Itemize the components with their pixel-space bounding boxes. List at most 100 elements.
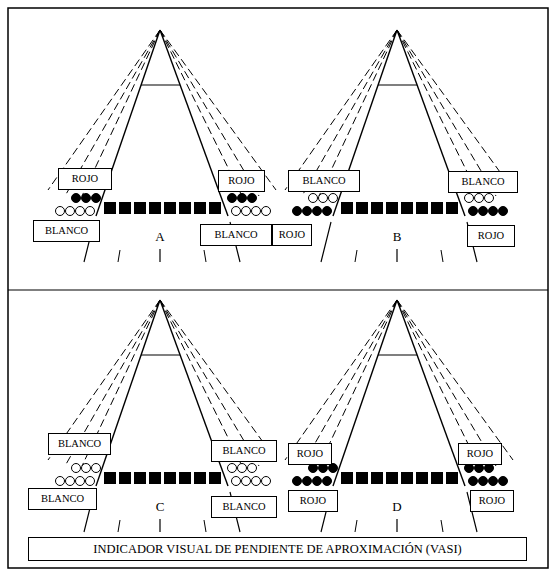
white-light xyxy=(465,194,474,203)
threshold-bar xyxy=(164,202,176,214)
color-label: BLANCO xyxy=(214,229,257,240)
threshold-bar xyxy=(119,472,131,484)
threshold-bar xyxy=(371,202,383,214)
red-light xyxy=(313,207,322,216)
threshold-bar xyxy=(179,472,191,484)
white-light xyxy=(76,207,85,216)
caption-box: INDICADOR VISUAL DE PENDIENTE DE APROXIM… xyxy=(28,537,527,561)
white-light xyxy=(72,464,81,473)
white-light xyxy=(252,207,261,216)
threshold-bar xyxy=(104,472,116,484)
light-color-box: BLANCO xyxy=(288,170,360,192)
approach-line xyxy=(160,300,276,460)
light-color-box: BLANCO xyxy=(200,224,272,246)
threshold-bar xyxy=(341,472,353,484)
runway-mark xyxy=(355,520,357,532)
white-light xyxy=(242,207,251,216)
runway-end-line xyxy=(141,354,180,355)
white-light xyxy=(56,477,65,486)
white-light xyxy=(66,477,75,486)
approach-line xyxy=(397,30,513,190)
red-light xyxy=(323,477,332,486)
light-color-box: BLANCO xyxy=(48,433,111,455)
threshold-bar xyxy=(386,202,398,214)
red-light xyxy=(92,194,101,203)
light-color-box: ROJO xyxy=(458,443,502,465)
white-light xyxy=(242,477,251,486)
color-label: ROJO xyxy=(479,495,505,506)
white-light xyxy=(485,194,494,203)
white-light xyxy=(86,207,95,216)
threshold-bar xyxy=(401,202,413,214)
frame xyxy=(8,8,548,568)
runway-mark xyxy=(118,520,120,532)
white-light xyxy=(329,194,338,203)
runway-mark xyxy=(204,250,206,262)
runway-mark xyxy=(204,520,206,532)
red-light xyxy=(238,194,247,203)
centerline xyxy=(396,519,397,532)
threshold-bar xyxy=(194,202,206,214)
color-label: BLANCO xyxy=(302,175,345,186)
threshold-bar xyxy=(119,202,131,214)
panel-letter: C xyxy=(155,500,166,514)
red-light xyxy=(323,207,332,216)
red-light xyxy=(469,477,478,486)
panel-letter: B xyxy=(392,230,403,244)
color-label: ROJO xyxy=(279,229,305,240)
light-color-box: ROJO xyxy=(218,170,265,192)
light-color-box: ROJO xyxy=(288,443,332,465)
color-label: ROJO xyxy=(478,230,504,241)
runway-mark xyxy=(118,250,120,262)
color-label: BLANCO xyxy=(41,493,84,504)
runway-mark xyxy=(355,250,357,262)
threshold-bar xyxy=(209,472,221,484)
white-light xyxy=(262,207,271,216)
white-light xyxy=(262,477,271,486)
light-color-box: BLANCO xyxy=(28,488,97,510)
color-label: ROJO xyxy=(228,175,254,186)
threshold-bar xyxy=(149,202,161,214)
runway-edge xyxy=(321,222,331,262)
runway-end-line xyxy=(141,84,180,85)
threshold-bar xyxy=(194,472,206,484)
centerline xyxy=(396,249,397,262)
centerline xyxy=(159,249,160,262)
white-light xyxy=(252,477,261,486)
approach-line xyxy=(397,300,496,466)
panel-letter: A xyxy=(154,230,165,244)
red-light xyxy=(313,477,322,486)
red-light xyxy=(293,477,302,486)
threshold-bar xyxy=(386,472,398,484)
red-light xyxy=(479,477,488,486)
color-label: ROJO xyxy=(300,495,326,506)
red-light xyxy=(293,207,302,216)
runway-end-line xyxy=(378,84,417,85)
threshold-bar xyxy=(356,472,368,484)
approach-line xyxy=(319,300,397,466)
white-light xyxy=(228,464,237,473)
runway-edge xyxy=(397,300,465,486)
red-light xyxy=(303,477,312,486)
light-color-box: ROJO xyxy=(288,490,338,512)
approach-line xyxy=(48,30,160,190)
red-light xyxy=(82,194,91,203)
threshold-bar xyxy=(446,472,458,484)
threshold-bar xyxy=(416,472,428,484)
runway-mark xyxy=(441,250,443,262)
white-light xyxy=(238,464,247,473)
red-light xyxy=(228,194,237,203)
white-light xyxy=(319,194,328,203)
light-color-box: BLANCO xyxy=(448,171,518,193)
color-label: ROJO xyxy=(467,448,493,459)
approach-line xyxy=(160,30,276,190)
threshold-bar xyxy=(134,472,146,484)
runway-end-line xyxy=(378,354,417,355)
red-light xyxy=(469,207,478,216)
white-light xyxy=(56,207,65,216)
white-light xyxy=(232,477,241,486)
panel-divider xyxy=(8,289,548,290)
color-label: ROJO xyxy=(72,173,98,184)
white-light xyxy=(82,464,91,473)
light-color-box: BLANCO xyxy=(33,220,100,242)
